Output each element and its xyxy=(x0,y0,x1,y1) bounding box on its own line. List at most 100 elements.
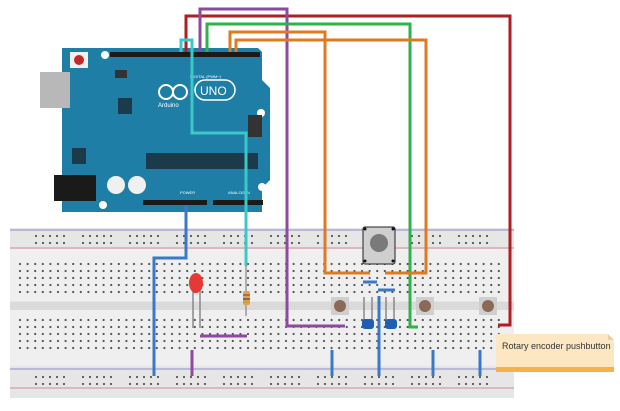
breadboard-hole xyxy=(269,375,273,379)
breadboard-hole xyxy=(87,269,90,273)
breadboard-hole xyxy=(429,262,432,266)
breadboard-hole xyxy=(178,332,181,336)
breadboard-hole xyxy=(236,234,240,238)
breadboard-hole xyxy=(72,318,75,322)
breadboard-hole xyxy=(452,332,455,336)
breadboard-hole xyxy=(438,382,442,386)
breadboard-hole xyxy=(163,346,166,350)
breadboard-hole xyxy=(429,318,432,322)
breadboard-hole xyxy=(254,318,257,322)
breadboard-hole xyxy=(117,276,120,280)
breadboard-hole xyxy=(322,318,326,322)
breadboard-hole xyxy=(330,290,333,294)
breadboard-hole xyxy=(246,318,250,322)
breadboard-hole xyxy=(41,375,45,379)
breadboard-hole xyxy=(338,339,341,343)
breadboard-hole xyxy=(170,276,174,280)
breadboard-hole xyxy=(300,269,303,273)
breadboard-hole xyxy=(155,339,158,343)
breadboard-hole xyxy=(117,325,120,329)
breadboard-hole xyxy=(315,290,318,294)
breadboard-hole xyxy=(277,339,280,343)
analog-label: ANALOG IN xyxy=(228,190,250,195)
icsp-header xyxy=(248,115,262,137)
breadboard-hole xyxy=(231,262,234,266)
breadboard-hole xyxy=(300,332,303,336)
breadboard-hole xyxy=(338,332,341,336)
breadboard-hole xyxy=(345,325,348,329)
breadboard-hole xyxy=(368,332,371,336)
breadboard-hole xyxy=(224,346,227,350)
breadboard-hole xyxy=(72,325,75,329)
breadboard-hole xyxy=(49,276,52,280)
breadboard-hole xyxy=(125,269,128,273)
breadboard-hole xyxy=(163,332,166,336)
breadboard-hole xyxy=(56,269,60,273)
breadboard-hole xyxy=(406,262,409,266)
breadboard-hole xyxy=(56,283,60,287)
breadboard-hole xyxy=(383,332,386,336)
breadboard-hole xyxy=(421,339,424,343)
breadboard-hole xyxy=(239,283,242,287)
breadboard-hole xyxy=(88,234,92,238)
breadboard-hole xyxy=(117,318,120,322)
breadboard-hole xyxy=(464,382,468,386)
breadboard-hole xyxy=(398,290,402,294)
breadboard-hole xyxy=(236,382,240,386)
breadboard-hole xyxy=(474,276,478,280)
breadboard-hole xyxy=(482,346,485,350)
breadboard-hole xyxy=(193,269,196,273)
breadboard-hole xyxy=(140,339,143,343)
encoder-pin xyxy=(363,227,367,231)
breadboard-hole xyxy=(478,375,482,379)
breadboard-hole xyxy=(283,382,287,386)
breadboard-hole xyxy=(231,283,234,287)
breadboard-hole xyxy=(140,262,143,266)
breadboard-hole xyxy=(94,339,98,343)
breadboard-hole xyxy=(125,332,128,336)
breadboard-hole xyxy=(18,332,22,336)
breadboard-hole xyxy=(87,276,90,280)
breadboard-channel xyxy=(10,302,514,310)
breadboard-hole xyxy=(132,283,136,287)
breadboard-hole xyxy=(307,318,310,322)
breadboard-hole xyxy=(316,375,320,379)
breadboard-hole xyxy=(163,325,166,329)
red-led xyxy=(189,273,203,328)
breadboard-hole xyxy=(125,318,128,322)
breadboard-hole xyxy=(178,262,181,266)
breadboard-hole xyxy=(170,318,174,322)
led-body xyxy=(189,273,203,293)
breadboard-hole xyxy=(49,290,52,294)
breadboard-hole xyxy=(398,318,402,322)
power-header xyxy=(143,200,207,205)
breadboard-hole xyxy=(155,283,158,287)
breadboard-hole xyxy=(330,241,334,245)
breadboard-hole xyxy=(231,269,234,273)
breadboard-hole xyxy=(87,346,90,350)
breadboard-hole xyxy=(62,241,66,245)
note-text: Rotary encoder pushbutton xyxy=(502,341,611,351)
breadboard-hole xyxy=(421,318,424,322)
breadboard-hole xyxy=(170,262,174,266)
breadboard-hole xyxy=(95,241,99,245)
breadboard-hole xyxy=(292,318,295,322)
breadboard-hole xyxy=(117,346,120,350)
breadboard-hole xyxy=(186,262,189,266)
breadboard-hole xyxy=(497,262,500,266)
breadboard-hole xyxy=(391,283,394,287)
breadboard-hole xyxy=(269,325,272,329)
breadboard-hole xyxy=(277,262,280,266)
cyan-wire xyxy=(179,38,248,266)
breadboard-hole xyxy=(18,290,22,294)
button-cap xyxy=(482,300,494,312)
breadboard-hole xyxy=(277,318,280,322)
breadboard-hole xyxy=(250,375,254,379)
breadboard-hole xyxy=(345,339,348,343)
breadboard-hole xyxy=(398,262,402,266)
breadboard-hole xyxy=(72,346,75,350)
breadboard-hole xyxy=(81,382,85,386)
breadboard-hole xyxy=(208,262,212,266)
breadboard-hole xyxy=(384,382,388,386)
